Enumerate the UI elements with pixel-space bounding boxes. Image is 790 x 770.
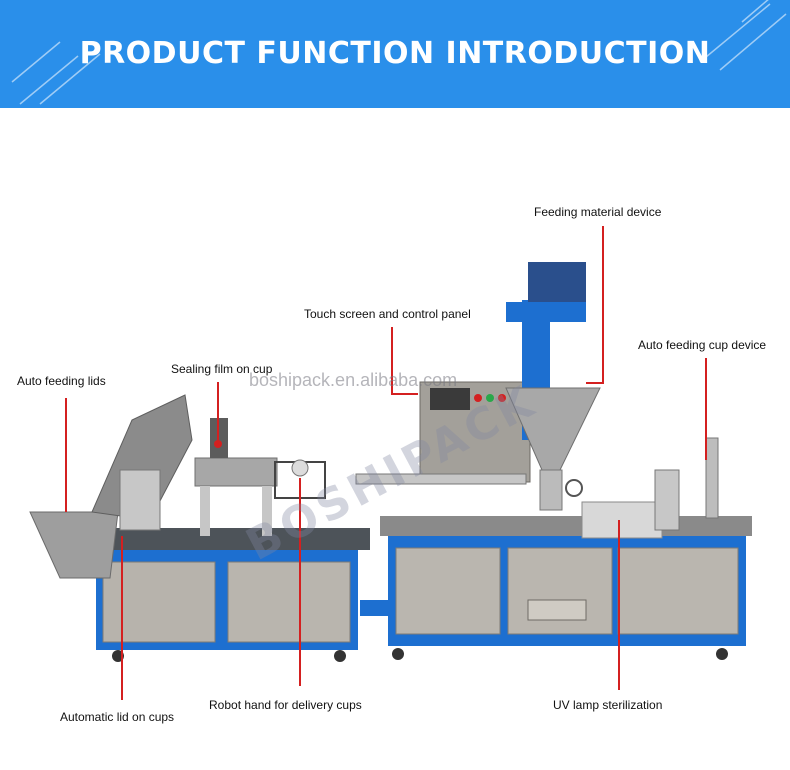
label-automatic-lid: Automatic lid on cups bbox=[60, 710, 175, 724]
right-machine bbox=[355, 262, 752, 660]
header-banner: PRODUCT FUNCTION INTRODUCTION bbox=[0, 0, 790, 108]
leader-lines bbox=[65, 226, 707, 700]
page-title: PRODUCT FUNCTION INTRODUCTION bbox=[79, 36, 711, 71]
label-uv-lamp: UV lamp sterilization bbox=[553, 698, 663, 712]
label-auto-feeding-lids: Auto feeding lids bbox=[17, 374, 106, 388]
label-auto-feeding-cup: Auto feeding cup device bbox=[638, 338, 767, 352]
label-sealing-film: Sealing film on cup bbox=[171, 362, 273, 376]
banner-stripes bbox=[11, 0, 787, 105]
label-robot-hand: Robot hand for delivery cups bbox=[209, 698, 362, 712]
watermark-site: boshipack.en.alibaba.com bbox=[249, 370, 458, 390]
label-feeding-material: Feeding material device bbox=[534, 205, 662, 219]
label-touch-screen: Touch screen and control panel bbox=[304, 307, 471, 321]
